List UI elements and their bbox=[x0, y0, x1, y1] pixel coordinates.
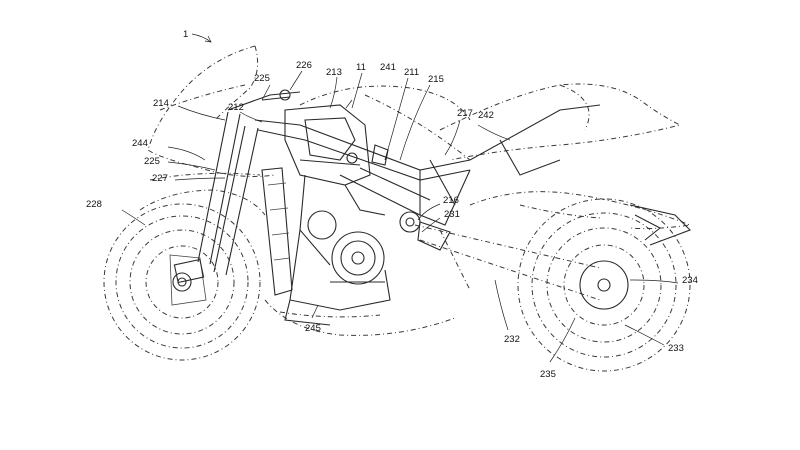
ref-235: 235 bbox=[540, 369, 556, 380]
ref-231: 231 bbox=[444, 209, 460, 220]
frame bbox=[254, 104, 691, 246]
ref-213: 213 bbox=[326, 67, 342, 78]
ref-233: 233 bbox=[668, 343, 684, 354]
swing-arm bbox=[414, 221, 601, 301]
ref-242: 242 bbox=[478, 110, 494, 121]
ref-227: 227 bbox=[152, 173, 168, 184]
overall-ref-label: 1 bbox=[183, 29, 188, 40]
ref-11: 11 bbox=[356, 62, 366, 73]
front-fork bbox=[173, 89, 301, 284]
front-fairing bbox=[147, 45, 276, 177]
leader-lines bbox=[121, 70, 679, 363]
lower-cowl bbox=[264, 299, 456, 336]
front-wheel bbox=[103, 203, 261, 361]
rear-fender bbox=[469, 191, 692, 230]
windscreen bbox=[159, 84, 246, 111]
radiator bbox=[261, 167, 293, 296]
overall-reference: 1 bbox=[183, 29, 212, 43]
ref-211: 211 bbox=[404, 67, 419, 78]
ref-225-top: 225 bbox=[254, 73, 270, 84]
rear-wheel bbox=[517, 198, 691, 372]
bodywork bbox=[139, 45, 692, 336]
overall-ref-arrowhead bbox=[204, 35, 212, 43]
overall-ref-arrow bbox=[191, 33, 212, 43]
ref-212: 212 bbox=[228, 102, 244, 113]
ref-215: 215 bbox=[428, 74, 444, 85]
tank-outline bbox=[299, 85, 471, 121]
ref-232: 232 bbox=[504, 334, 520, 345]
ref-244: 244 bbox=[132, 138, 148, 149]
ref-241: 241 bbox=[380, 62, 396, 73]
ref-216: 216 bbox=[443, 195, 459, 206]
engine bbox=[261, 104, 421, 326]
cylinder-head bbox=[284, 104, 371, 186]
crankcase bbox=[331, 231, 385, 285]
ref-225-mid: 225 bbox=[144, 156, 160, 167]
ref-245: 245 bbox=[305, 323, 321, 334]
ref-226: 226 bbox=[296, 60, 312, 71]
seat-tail bbox=[439, 83, 682, 161]
reference-labels: 226 213 11 241 211 215 225 212 214 217 2… bbox=[86, 60, 698, 380]
side-cowl bbox=[139, 189, 266, 216]
ref-217: 217 bbox=[457, 108, 473, 119]
ref-228: 228 bbox=[86, 199, 102, 210]
ref-234: 234 bbox=[682, 275, 698, 286]
ref-214: 214 bbox=[153, 98, 169, 109]
